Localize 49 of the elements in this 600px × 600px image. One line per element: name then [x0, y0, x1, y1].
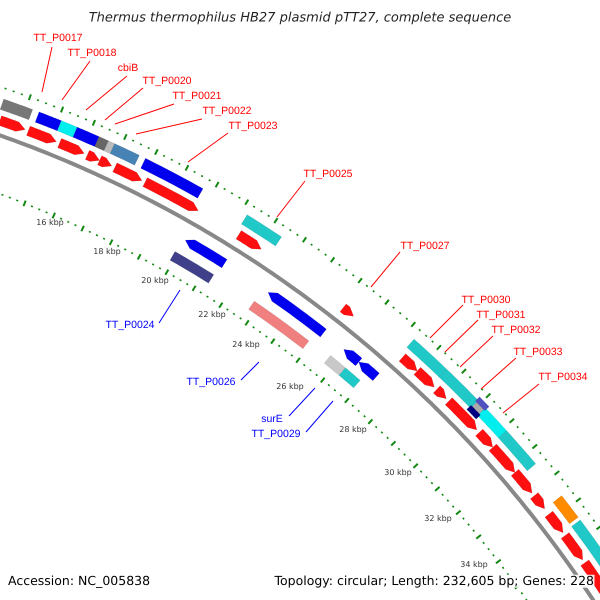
- gene-label: TT_P0032: [491, 324, 541, 336]
- leader-line: [288, 388, 316, 416]
- map-title: Thermus thermophilus HB27 plasmid pTT27, complete sequence: [88, 12, 512, 24]
- gene-label: TT_P0020: [142, 76, 192, 86]
- leader-line: [158, 290, 180, 324]
- leader-line: [306, 400, 334, 432]
- gene-label: TT_P0026: [186, 376, 236, 388]
- accession-text: Accession: NC_005838: [8, 574, 150, 588]
- leader-line: [86, 76, 128, 110]
- scale-label: 26 kbp: [276, 383, 304, 391]
- leader-line: [480, 358, 516, 390]
- leader-line: [62, 60, 90, 100]
- leader-line: [42, 46, 52, 92]
- gene-label: TT_P0034: [538, 372, 588, 382]
- scale-label: 34 kbp: [460, 561, 488, 569]
- scale-label: 32 kbp: [424, 515, 452, 523]
- gene-label: TT_P0029: [251, 428, 301, 440]
- leader-line: [104, 88, 144, 120]
- scale-label: 18 kbp: [93, 248, 121, 256]
- topology-text: Topology: circular; Length: 232,605 bp; Genes: 228: [274, 574, 594, 588]
- gene-label: TT_P0033: [513, 346, 563, 358]
- leader-line: [276, 180, 306, 218]
- gene-label: TT_P0021: [172, 90, 222, 102]
- leader-line: [430, 304, 464, 338]
- leader-line: [240, 362, 260, 380]
- scale-label: 28 kbp: [339, 426, 367, 434]
- leader-line: [370, 252, 400, 288]
- gene-label: TT_P0018: [67, 48, 117, 58]
- leader-line: [444, 320, 478, 352]
- scale-label: 16 kbp: [36, 219, 64, 227]
- scale-label: 22 kbp: [198, 311, 226, 319]
- leader-line: [188, 132, 228, 162]
- gene-label: surE: [261, 414, 283, 424]
- gene-label: TT_P0022: [202, 106, 252, 116]
- gene-label: cbiB: [118, 62, 138, 74]
- leader-line: [136, 118, 202, 134]
- gene-label: TT_P0030: [461, 294, 511, 306]
- gene-label: TT_P0027: [400, 240, 450, 252]
- scale-label: 30 kbp: [384, 469, 412, 477]
- leader-line: [502, 384, 540, 414]
- gene-label: TT_P0031: [476, 310, 526, 320]
- gene-label: TT_P0023: [228, 120, 278, 132]
- leader-line: [460, 336, 494, 368]
- scale-label: 20 kbp: [141, 277, 169, 285]
- gene-label: TT_P0024: [105, 320, 155, 330]
- gene-label: TT_P0025: [303, 168, 353, 180]
- leader-line: [114, 104, 174, 124]
- gene-label: TT_P0017: [33, 32, 83, 44]
- scale-label: 24 kbp: [232, 341, 260, 349]
